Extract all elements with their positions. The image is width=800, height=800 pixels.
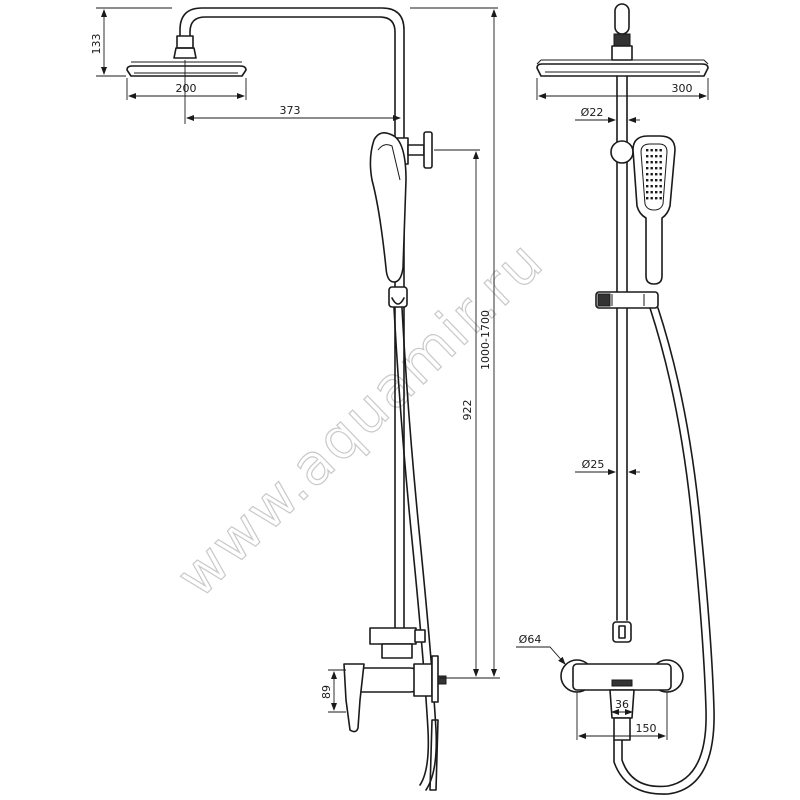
nozzle-dot bbox=[655, 191, 658, 194]
nozzle-dot bbox=[655, 149, 658, 152]
nozzle-dot bbox=[646, 149, 649, 152]
side-shower-arm-inner bbox=[189, 16, 396, 631]
nozzle-dot bbox=[659, 173, 662, 176]
front-view bbox=[536, 3, 715, 795]
side-hose bbox=[393, 307, 430, 786]
front-diverter bbox=[612, 621, 632, 643]
nozzle-dot bbox=[659, 197, 662, 200]
nozzle-dot bbox=[650, 185, 653, 188]
dim-922: 922 bbox=[461, 400, 474, 421]
side-wall-flange bbox=[431, 655, 439, 703]
side-diverter-stem bbox=[381, 643, 413, 659]
nozzle-dot bbox=[650, 161, 653, 164]
front-head-mount bbox=[611, 45, 633, 61]
side-bracket-arm bbox=[407, 144, 425, 156]
dim-diameter-25: Ø25 bbox=[582, 458, 605, 471]
nozzle-dot bbox=[655, 179, 658, 182]
side-slider bbox=[388, 286, 408, 308]
front-slider-detail bbox=[611, 294, 645, 306]
nozzle-dot bbox=[659, 179, 662, 182]
front-hand-shower-nozzles bbox=[646, 149, 662, 200]
nozzle-dot bbox=[655, 167, 658, 170]
nozzle-dot bbox=[659, 149, 662, 152]
nozzle-dot bbox=[650, 173, 653, 176]
nozzle-dot bbox=[646, 197, 649, 200]
side-hand-shower-face bbox=[377, 144, 401, 181]
dim-373: 373 bbox=[280, 104, 301, 117]
dim-36: 36 bbox=[615, 698, 629, 711]
dim-1000-1700: 1000-1700 bbox=[479, 310, 492, 370]
nozzle-dot bbox=[650, 179, 653, 182]
nozzle-dot bbox=[655, 185, 658, 188]
dim-150: 150 bbox=[636, 722, 657, 735]
side-head-top bbox=[131, 61, 242, 67]
watermark-text: www.aquamir.ru bbox=[165, 228, 557, 610]
nozzle-dot bbox=[650, 191, 653, 194]
dim-diameter-64: Ø64 bbox=[519, 633, 542, 646]
nozzle-dot bbox=[659, 161, 662, 164]
nozzle-dot bbox=[659, 167, 662, 170]
side-head-connector bbox=[176, 35, 194, 49]
front-slider-knob bbox=[597, 293, 611, 307]
side-overhead-shower-head bbox=[126, 65, 247, 77]
front-arm-top bbox=[614, 3, 630, 35]
nozzle-dot bbox=[646, 173, 649, 176]
nozzle-dot bbox=[650, 197, 653, 200]
front-dimensions: 300 Ø22 Ø25 Ø64 36 150 bbox=[516, 78, 709, 740]
nozzle-dot bbox=[646, 185, 649, 188]
nozzle-dot bbox=[646, 155, 649, 158]
nozzle-dot bbox=[646, 167, 649, 170]
front-wall-bracket bbox=[610, 140, 634, 164]
nozzle-dot bbox=[650, 155, 653, 158]
dim-300: 300 bbox=[672, 82, 693, 95]
dim-133: 133 bbox=[90, 34, 103, 55]
nozzle-dot bbox=[659, 191, 662, 194]
front-mixer-label bbox=[611, 679, 633, 687]
side-lever-handle bbox=[343, 663, 365, 733]
front-riser-pipe bbox=[616, 75, 628, 621]
front-hose bbox=[621, 307, 707, 788]
side-shower-arm bbox=[179, 7, 405, 631]
side-mixer-body bbox=[413, 663, 433, 697]
dim-diameter-22: Ø22 bbox=[581, 106, 604, 119]
nozzle-dot bbox=[655, 155, 658, 158]
side-hand-shower bbox=[369, 132, 407, 283]
front-lower-outlet bbox=[613, 717, 631, 741]
nozzle-dot bbox=[646, 179, 649, 182]
nozzle-dot bbox=[650, 167, 653, 170]
dim-200: 200 bbox=[176, 82, 197, 95]
watermark: www.aquamir.ru bbox=[164, 228, 557, 611]
front-overhead-shower-head bbox=[536, 63, 709, 77]
front-hose-inner bbox=[613, 307, 715, 795]
side-diverter-knob bbox=[414, 629, 426, 643]
front-diverter-knob bbox=[618, 625, 626, 639]
side-diverter-block bbox=[369, 627, 417, 645]
nozzle-dot bbox=[655, 173, 658, 176]
nozzle-dot bbox=[646, 161, 649, 164]
side-view bbox=[126, 7, 447, 791]
nozzle-dot bbox=[659, 185, 662, 188]
side-head-nut bbox=[173, 47, 197, 59]
dim-89: 89 bbox=[320, 685, 333, 699]
nozzle-dot bbox=[659, 155, 662, 158]
nozzle-dot bbox=[655, 161, 658, 164]
nozzle-dot bbox=[650, 149, 653, 152]
nozzle-dot bbox=[646, 191, 649, 194]
front-connector-nut bbox=[613, 33, 631, 47]
front-hand-shower-face bbox=[640, 143, 668, 211]
nozzle-dot bbox=[655, 197, 658, 200]
side-dimensions: 133 200 373 1000-1700 922 89 bbox=[90, 7, 500, 713]
side-lower-outlet bbox=[429, 719, 439, 791]
side-hose-inner bbox=[401, 307, 438, 791]
side-wall-mount bbox=[423, 131, 433, 169]
side-inlet-nut bbox=[437, 675, 447, 685]
side-slider-clip bbox=[391, 297, 405, 305]
